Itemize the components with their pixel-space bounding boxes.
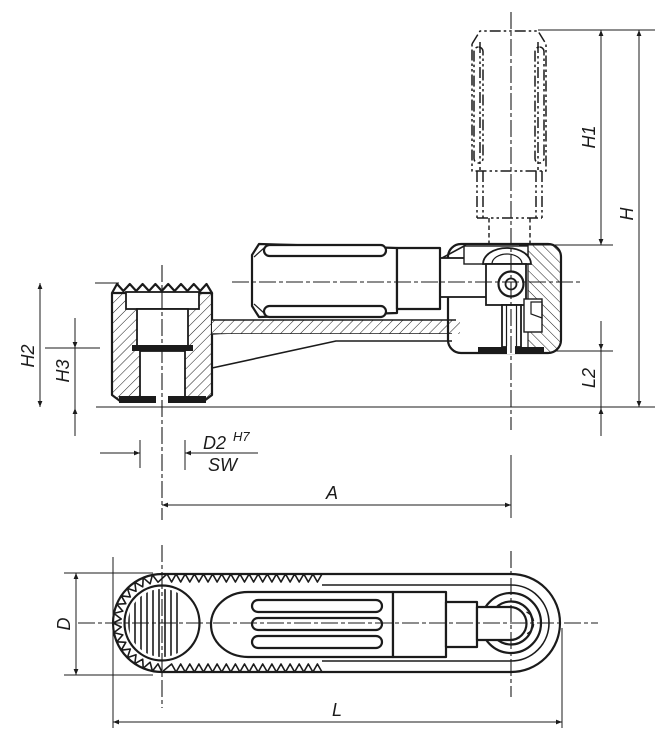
dim-label-a: A (325, 483, 338, 503)
pivot-housing-section (439, 242, 563, 355)
dim-label-l2: L2 (579, 368, 599, 388)
crank-arm (211, 319, 460, 369)
dim-label-l: L (332, 700, 342, 720)
shaft-end-plan (475, 605, 528, 642)
dim-label-h1: H1 (579, 125, 599, 148)
dim-label-d: D (54, 618, 74, 631)
dim-label-h3: H3 (53, 359, 73, 382)
grip-neck (395, 246, 442, 311)
grip-upright-phantom (471, 30, 547, 246)
front-view-dimensions: H1 H H2 H3 L2 D2 H7 SW A (18, 29, 655, 518)
dim-label-h: H (617, 207, 637, 221)
dim-label-d2-tolerance: H7 (233, 429, 250, 444)
dim-label-d2: D2 (203, 433, 226, 453)
grip-folded (250, 242, 442, 319)
knurled-cap-serration (110, 282, 214, 295)
front-section-view: H1 H H2 H3 L2 D2 H7 SW A (18, 12, 655, 520)
bottom-view: D L (54, 545, 598, 728)
bottom-view-dimensions: D L (54, 557, 563, 728)
dim-label-h2: H2 (18, 344, 38, 367)
dim-label-sw: SW (208, 455, 239, 475)
